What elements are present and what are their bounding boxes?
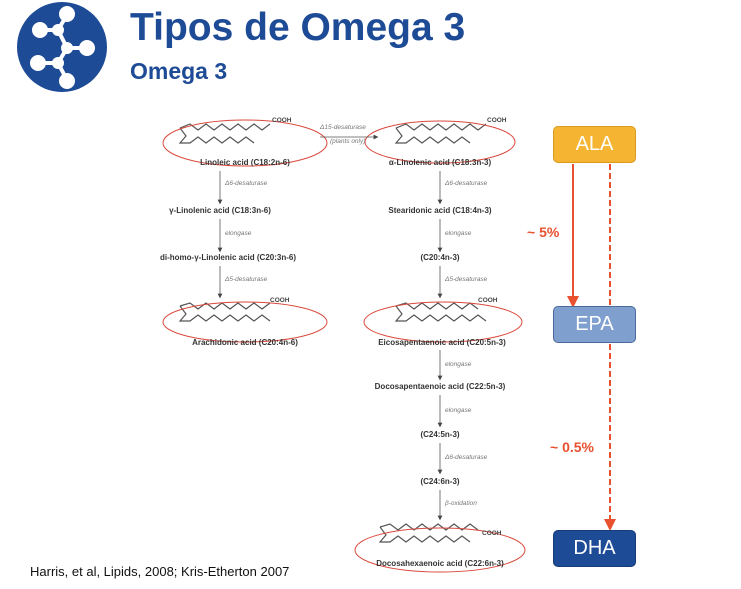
ala-to-epa-percent: ~ 5%	[527, 224, 560, 240]
acid-label: α-Linolenic acid (C18:3n-3)	[388, 158, 492, 167]
enzyme-label: elongase	[445, 407, 472, 414]
enzyme-label: Δ6-desaturase	[445, 180, 488, 187]
acid-label: Stearidonic acid (C18:4n-3)	[388, 206, 492, 215]
epa-box: EPA	[553, 306, 636, 343]
highlight-ellipses	[162, 119, 526, 573]
enzyme-label: Δ6-desaturase	[445, 454, 488, 461]
conversion-arrows	[567, 164, 616, 531]
acid-label: Arachidonic acid (C20:4n-6)	[192, 338, 298, 347]
cooh-label: COOH	[270, 297, 290, 304]
acid-label: γ-Linolenic acid (C18:3n-6)	[169, 206, 271, 215]
acid-label: Docosahexaenoic acid (C22:6n-3)	[376, 559, 504, 568]
page-subtitle: Omega 3	[130, 58, 228, 84]
cooh-label: COOH	[482, 530, 502, 537]
citation: Harris, et al, Lipids, 2008; Kris-Ethert…	[30, 564, 290, 579]
cross-enzyme-note: (plants only)	[330, 138, 366, 145]
acid-label: Docosapentaenoic acid (C22:5n-3)	[374, 382, 506, 391]
enzyme-label: Δ5-desaturase	[445, 276, 488, 283]
pathway-arrows	[217, 134, 443, 521]
molecule-logo-icon	[17, 2, 107, 92]
enzyme-label: elongase	[445, 361, 472, 368]
acid-label: Eicosapentaenoic acid (C20:5n-3)	[378, 338, 506, 347]
acid-label: (C24:5n-3)	[420, 430, 460, 439]
cross-enzyme-label: Δ15-desaturase	[320, 124, 366, 131]
epa-to-dha-percent: ~ 0.5%	[550, 439, 594, 455]
acid-label: di-homo-γ-Linolenic acid (C20:3n-6)	[159, 253, 297, 262]
enzyme-label: Δ6-desaturase	[225, 180, 268, 187]
molecule-structures	[178, 123, 487, 543]
acid-label: Linoleic acid (C18:2n-6)	[200, 158, 290, 167]
page-title: Tipos de Omega 3	[130, 6, 466, 49]
cooh-label: COOH	[272, 117, 292, 124]
cooh-label: COOH	[487, 117, 507, 124]
enzyme-label: elongase	[225, 230, 252, 237]
dha-box: DHA	[553, 530, 636, 567]
ala-box: ALA	[553, 126, 636, 163]
acid-label: (C20:4n-3)	[420, 253, 460, 262]
acid-label: (C24:6n-3)	[420, 477, 460, 486]
cooh-label: COOH	[478, 297, 498, 304]
enzyme-label: Δ5-desaturase	[225, 276, 268, 283]
enzyme-label: elongase	[445, 230, 472, 237]
enzyme-label: β-oxidation	[445, 500, 477, 507]
